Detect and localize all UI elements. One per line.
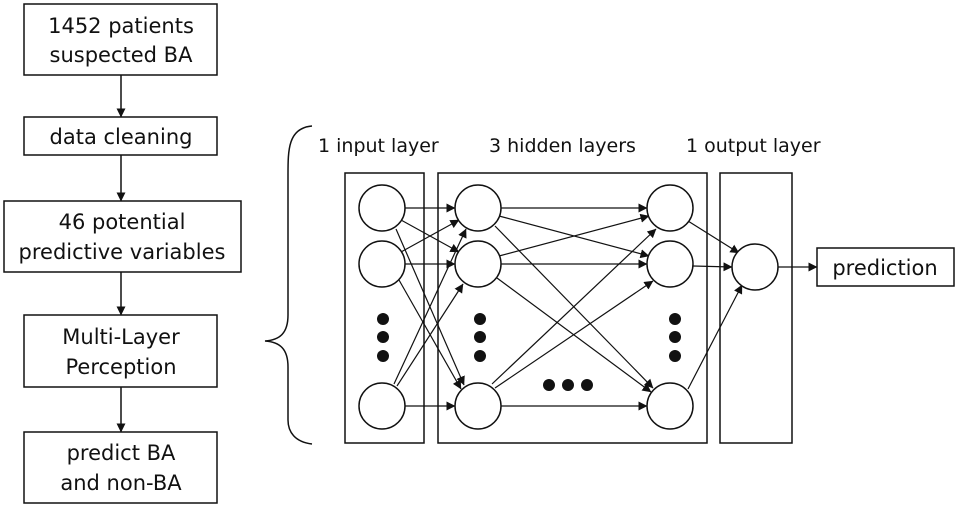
hidden-layers-label: 3 hidden layers bbox=[489, 135, 636, 157]
step-text-patients-2: suspected BA bbox=[50, 43, 194, 67]
step-text-patients-1: 1452 patients bbox=[48, 14, 194, 38]
input-node-3 bbox=[358, 382, 406, 430]
edge-a3-c2 bbox=[494, 280, 654, 389]
output-node bbox=[731, 243, 779, 291]
edge-c1-o bbox=[687, 220, 740, 254]
step-text-mlp-1: Multi-Layer bbox=[62, 325, 180, 349]
hidden-node-5 bbox=[646, 240, 694, 288]
hidden-ellipsis-left bbox=[474, 313, 486, 362]
nodes bbox=[358, 184, 779, 430]
hidden-ellipsis-right bbox=[669, 313, 681, 362]
edge-i3-a1 bbox=[393, 228, 467, 385]
curly-brace bbox=[264, 125, 313, 445]
step-text-data-cleaning: data cleaning bbox=[50, 125, 193, 149]
step-text-variables-1: 46 potential bbox=[59, 210, 186, 234]
hidden-node-3 bbox=[454, 382, 502, 430]
input-layer-label: 1 input layer bbox=[318, 135, 439, 157]
layer-labels: 1 input layer 3 hidden layers 1 output l… bbox=[318, 135, 821, 157]
hidden-ellipsis-horizontal bbox=[543, 379, 593, 391]
hidden-layers-box bbox=[437, 172, 708, 444]
step-text-variables-2: predictive variables bbox=[19, 240, 226, 264]
input-node-1 bbox=[358, 184, 406, 232]
edge-a3-c1 bbox=[491, 228, 657, 385]
prediction-label: prediction bbox=[832, 256, 937, 280]
hidden-node-2 bbox=[454, 240, 502, 288]
input-node-2 bbox=[358, 240, 406, 288]
output-layer-label: 1 output layer bbox=[686, 135, 821, 157]
step-text-predict-2: and non-BA bbox=[60, 471, 182, 495]
flowchart-text: 1452 patients suspected BA data cleaning… bbox=[19, 14, 226, 495]
edge-c3-o bbox=[687, 284, 743, 390]
step-text-mlp-2: Perception bbox=[65, 355, 176, 379]
hidden-node-4 bbox=[646, 184, 694, 232]
edge-i3-a2 bbox=[396, 283, 464, 387]
hidden-node-6 bbox=[646, 382, 694, 430]
edge-i2-a1 bbox=[400, 219, 460, 253]
ellipsis-dots bbox=[377, 313, 681, 391]
input-ellipsis bbox=[377, 313, 389, 362]
edge-c2-o bbox=[692, 262, 733, 272]
hidden-node-1 bbox=[454, 184, 502, 232]
step-text-predict-1: predict BA bbox=[67, 441, 176, 465]
input-layer-box bbox=[344, 172, 425, 444]
output-layer-box bbox=[719, 172, 793, 444]
edge-a2-c1 bbox=[498, 213, 650, 257]
connections bbox=[393, 203, 818, 411]
